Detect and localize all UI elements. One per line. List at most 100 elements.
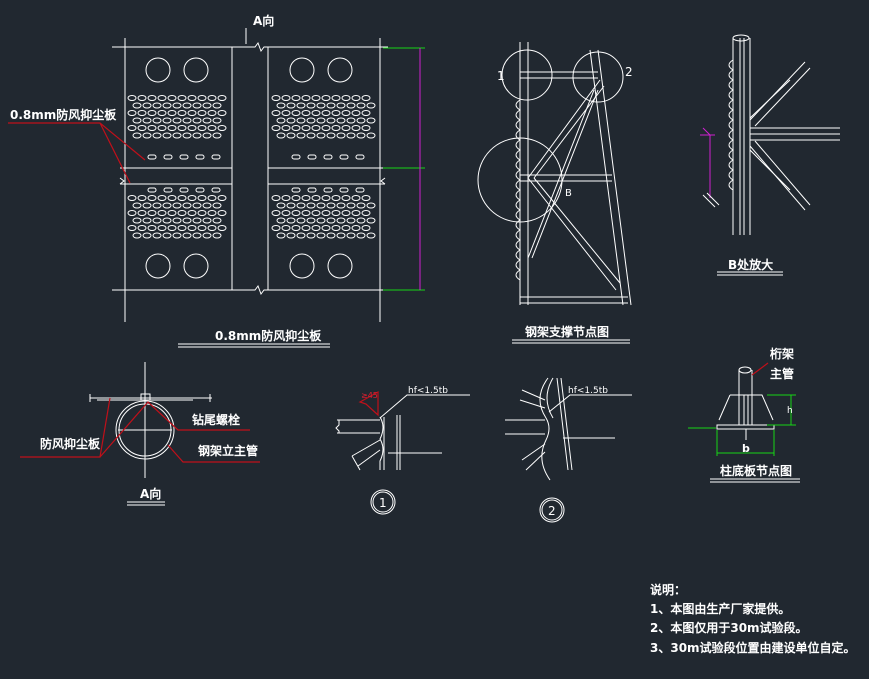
panel-hole (341, 110, 351, 116)
panel-view-title: 0.8mm防风抑尘板 (215, 328, 322, 343)
panel-hole (271, 225, 281, 231)
panel-hole (341, 125, 351, 131)
panel-hole (301, 125, 311, 131)
panel-hole (207, 125, 217, 131)
panel-hole (152, 117, 162, 124)
panel-hole (291, 95, 301, 101)
panel-hole (157, 195, 167, 201)
panel-hole (321, 110, 331, 116)
panel-hole (286, 217, 296, 224)
panel-hole (339, 187, 349, 193)
panel-hole (157, 125, 167, 131)
panel-hole (276, 102, 286, 109)
panel-hole (327, 253, 353, 279)
panel-hole (326, 217, 336, 224)
panel-hole (162, 117, 172, 124)
panel-hole (217, 110, 227, 116)
panel-hole (142, 102, 152, 109)
panel-hole (306, 132, 316, 139)
panel-hole (142, 132, 152, 139)
panel-hole (289, 253, 315, 279)
panel-hole (351, 225, 361, 231)
panel-hole (301, 210, 311, 216)
panel-hole (132, 217, 142, 224)
panel-hole (152, 102, 162, 109)
panel-hole (172, 232, 182, 239)
panel-hole (276, 202, 286, 209)
panel-hole (286, 232, 296, 239)
panel-hole (276, 232, 286, 239)
node-2-label: 2 (625, 65, 633, 79)
panel-hole (202, 232, 212, 239)
panel-hole (197, 195, 207, 201)
panel-hole (137, 210, 147, 216)
panel-hole (182, 132, 192, 139)
panel-hole (366, 217, 376, 224)
panel-hole (157, 95, 167, 101)
panel-hole (281, 125, 291, 131)
panel-hole (356, 132, 366, 139)
base-plate-detail: 桁架 主管 h b 柱底板节点图 (688, 346, 800, 483)
panel-hole (147, 95, 157, 101)
panel-hole (306, 117, 316, 124)
panel-hole (316, 102, 326, 109)
panel-hole (341, 225, 351, 231)
panel-hole (306, 202, 316, 209)
steel-frame-view: 1 2 B 钢架支撑节点图 (477, 42, 633, 344)
panel-hole (351, 195, 361, 201)
panel-hole (286, 202, 296, 209)
panel-hole (291, 210, 301, 216)
panel-hole (361, 125, 371, 131)
panel-hole (281, 225, 291, 231)
panel-hole (326, 202, 336, 209)
panel-hole (321, 195, 331, 201)
panel-hole (323, 187, 333, 193)
panel-hole (316, 217, 326, 224)
note-item: 1、本图由生产厂家提供。 (650, 601, 790, 616)
weld-note-2: hf<1.5tb (568, 386, 608, 396)
note-item: 2、本图仅用于30m试验段。 (650, 620, 808, 635)
dim-b-label: b (742, 442, 750, 455)
panel-hole (177, 225, 187, 231)
base-label-line2: 主管 (770, 366, 794, 381)
panel-hole (291, 187, 301, 193)
panel-hole (182, 232, 192, 239)
panel-hole (211, 187, 221, 193)
base-plate-title: 柱底板节点图 (720, 463, 792, 478)
panel-hole (307, 154, 317, 160)
weld-detail-2: hf<1.5tb 2 (505, 377, 632, 523)
detail-marker-2: 2 (548, 504, 556, 518)
panel-hole (177, 210, 187, 216)
panel-hole (127, 195, 137, 201)
panel-hole (326, 132, 336, 139)
panel-hole (341, 195, 351, 201)
panel-hole (311, 210, 321, 216)
panel-hole (207, 195, 217, 201)
panel-hole (217, 95, 227, 101)
panel-hole (127, 125, 137, 131)
panel-hole (167, 95, 177, 101)
panel-hole (212, 117, 222, 124)
panel-hole (157, 225, 167, 231)
panel-hole (167, 110, 177, 116)
panel-hole (145, 57, 171, 83)
panel-hole (307, 187, 317, 193)
panel-hole (311, 95, 321, 101)
panel-hole (331, 225, 341, 231)
panel-hole (177, 125, 187, 131)
panel-hole (316, 232, 326, 239)
panel-hole (195, 187, 205, 193)
panel-hole (326, 117, 336, 124)
panel-hole (336, 202, 346, 209)
panel-hole (321, 95, 331, 101)
panel-hole (177, 110, 187, 116)
panel-hole (306, 232, 316, 239)
panel-hole (162, 102, 172, 109)
panel-hole (326, 102, 336, 109)
panel-hole (321, 125, 331, 131)
panel-hole (361, 195, 371, 201)
panel-hole (172, 102, 182, 109)
panel-hole (152, 202, 162, 209)
panel-hole (356, 102, 366, 109)
